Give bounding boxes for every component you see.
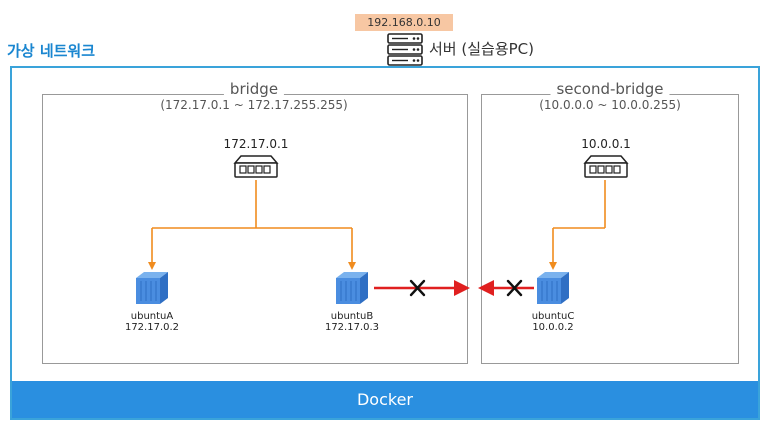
blocked-arrow-c-to-b: [478, 280, 534, 296]
bridge-range: (172.17.0.1 ~ 172.17.255.255): [158, 98, 350, 112]
container-icon: [537, 272, 569, 304]
container-a-name: ubuntuA: [130, 311, 174, 322]
second-bridge-title: second-bridge: [550, 80, 670, 98]
second-bridge-links: [549, 180, 606, 270]
blocked-x-icon: [506, 279, 523, 297]
server-icon: [387, 33, 423, 66]
second-bridge-range: (10.0.0.0 ~ 10.0.0.255): [537, 98, 683, 112]
switch-icon: [583, 155, 629, 178]
container-c-ip: 10.0.0.2: [532, 322, 574, 333]
docker-bar: Docker: [12, 381, 758, 418]
switch-icon: [233, 155, 279, 178]
container-a-ip: 172.17.0.2: [124, 322, 180, 333]
second-bridge-gateway-ip: 10.0.0.1: [581, 137, 631, 151]
container-c-name: ubuntuC: [531, 311, 575, 322]
server-label: 서버 (실습용PC): [429, 40, 534, 58]
blocked-x-icon: [409, 279, 426, 297]
server-ip-badge: 192.168.0.10: [355, 14, 453, 31]
blocked-arrow-b-to-c: [374, 280, 470, 296]
network-title: 가상 네트워크: [7, 42, 96, 60]
bridge-title: bridge: [223, 80, 285, 98]
virtual-network-frame: [10, 66, 760, 420]
container-icon: [336, 272, 368, 304]
container-b-ip: 172.17.0.3: [324, 322, 380, 333]
bridge-links: [148, 180, 356, 270]
container-icon: [136, 272, 168, 304]
container-b-name: ubuntuB: [330, 311, 374, 322]
bridge-gateway-ip: 172.17.0.1: [223, 137, 289, 151]
